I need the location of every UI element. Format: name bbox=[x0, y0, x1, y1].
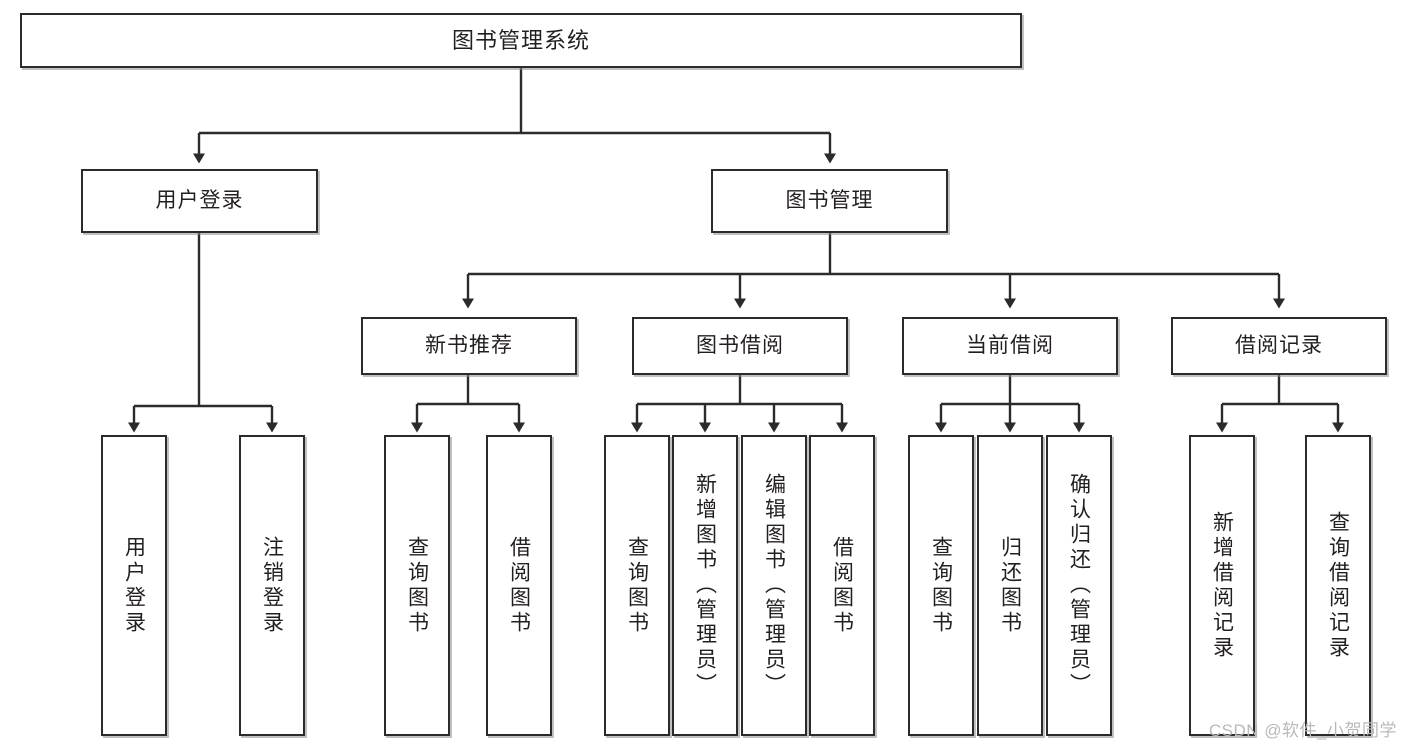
node-root[interactable]: 图书管理系统 bbox=[20, 13, 1022, 68]
csdn-watermark: CSDN @软件_小贺同学 bbox=[1208, 721, 1397, 740]
leaf-current-borrow-return-label: 归还图书 bbox=[998, 535, 1022, 636]
node-borrow-record-label: 借阅记录 bbox=[1235, 333, 1323, 357]
node-current-borrow[interactable]: 当前借阅 bbox=[902, 317, 1118, 375]
leaf-current-borrow-return[interactable]: 归还图书 bbox=[977, 435, 1043, 736]
leaf-book-borrow-add[interactable]: 新增图书（管理员） bbox=[672, 435, 738, 736]
node-book-management[interactable]: 图书管理 bbox=[711, 169, 948, 233]
node-new-book-recommend[interactable]: 新书推荐 bbox=[361, 317, 577, 375]
leaf-current-borrow-confirm-label: 确认归还（管理员） bbox=[1067, 473, 1091, 698]
node-new-book-recommend-label: 新书推荐 bbox=[425, 333, 513, 357]
leaf-book-borrow-borrow[interactable]: 借阅图书 bbox=[809, 435, 875, 736]
leaf-borrow-record-query-label: 查询借阅记录 bbox=[1326, 510, 1350, 661]
leaf-new-book-query[interactable]: 查询图书 bbox=[384, 435, 450, 736]
node-book-borrow-label: 图书借阅 bbox=[696, 333, 784, 357]
leaf-current-borrow-query-label: 查询图书 bbox=[929, 535, 953, 636]
leaf-book-borrow-query-label: 查询图书 bbox=[625, 535, 649, 636]
leaf-new-book-query-label: 查询图书 bbox=[405, 535, 429, 636]
leaf-borrow-record-add[interactable]: 新增借阅记录 bbox=[1189, 435, 1255, 736]
leaf-borrow-record-query[interactable]: 查询借阅记录 bbox=[1305, 435, 1371, 736]
leaf-book-borrow-edit-label: 编辑图书（管理员） bbox=[762, 473, 786, 698]
leaf-book-borrow-edit[interactable]: 编辑图书（管理员） bbox=[741, 435, 807, 736]
leaf-user-login-login[interactable]: 用户登录 bbox=[101, 435, 167, 736]
node-borrow-record[interactable]: 借阅记录 bbox=[1171, 317, 1387, 375]
node-book-management-label: 图书管理 bbox=[785, 188, 874, 212]
node-root-label: 图书管理系统 bbox=[451, 27, 590, 53]
node-book-borrow[interactable]: 图书借阅 bbox=[632, 317, 848, 375]
leaf-borrow-record-add-label: 新增借阅记录 bbox=[1210, 510, 1234, 661]
leaf-current-borrow-query[interactable]: 查询图书 bbox=[908, 435, 974, 736]
leaf-book-borrow-borrow-label: 借阅图书 bbox=[830, 535, 854, 636]
leaf-new-book-borrow-label: 借阅图书 bbox=[507, 535, 531, 636]
leaf-user-login-logout[interactable]: 注销登录 bbox=[239, 435, 305, 736]
leaf-book-borrow-query[interactable]: 查询图书 bbox=[604, 435, 670, 736]
node-user-login-label: 用户登录 bbox=[155, 188, 244, 212]
leaf-current-borrow-confirm[interactable]: 确认归还（管理员） bbox=[1046, 435, 1112, 736]
node-current-borrow-label: 当前借阅 bbox=[966, 333, 1054, 357]
leaf-new-book-borrow[interactable]: 借阅图书 bbox=[486, 435, 552, 736]
node-user-login[interactable]: 用户登录 bbox=[81, 169, 318, 233]
leaf-book-borrow-add-label: 新增图书（管理员） bbox=[693, 473, 717, 698]
leaf-user-login-logout-label: 注销登录 bbox=[260, 535, 284, 636]
leaf-user-login-login-label: 用户登录 bbox=[122, 535, 146, 636]
